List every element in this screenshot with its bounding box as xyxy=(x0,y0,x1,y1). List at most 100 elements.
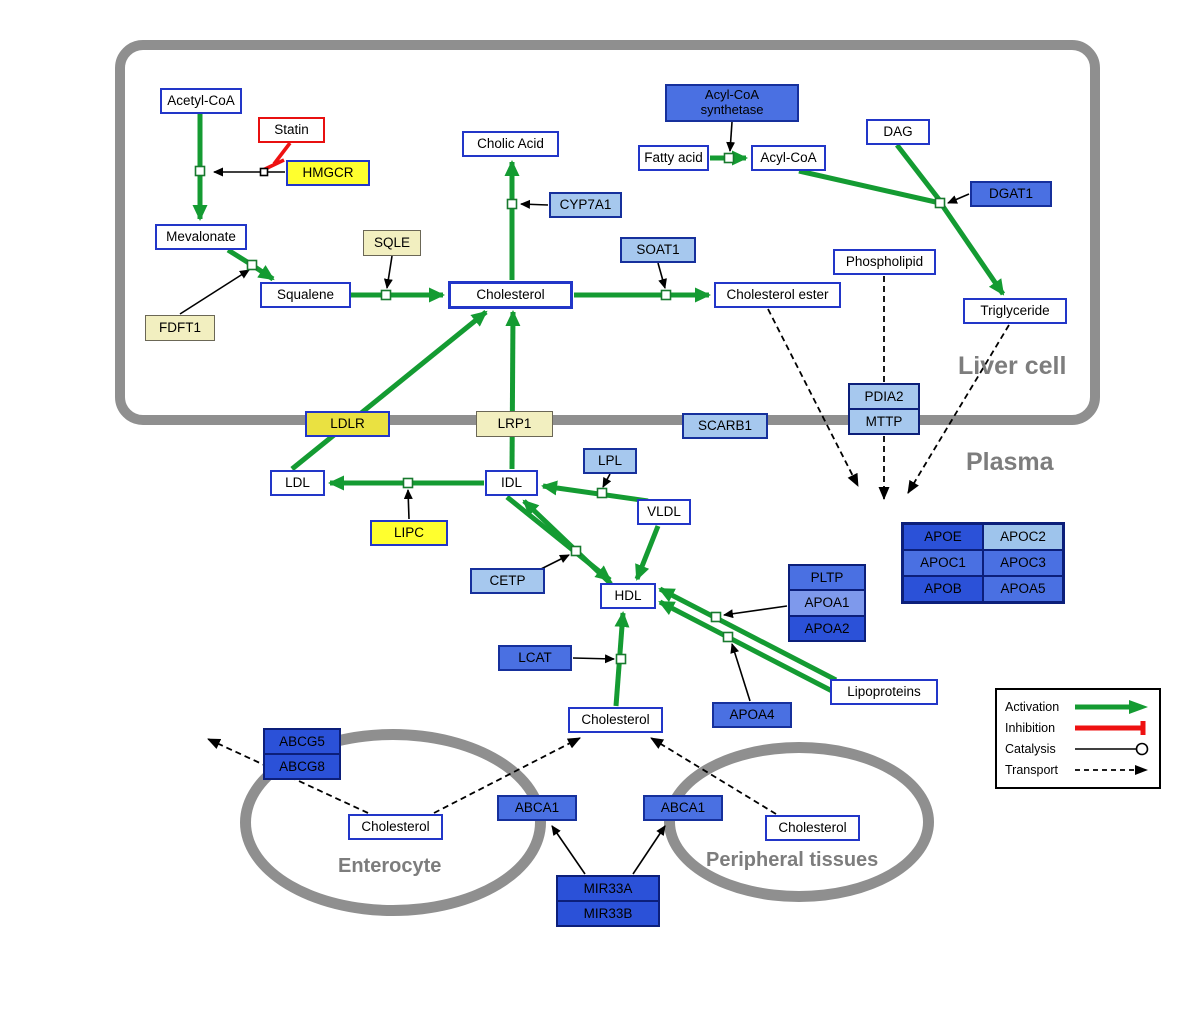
node-ldl[interactable]: LDL xyxy=(270,470,325,496)
node-label: Cholesterol xyxy=(476,287,545,303)
node-mir33b[interactable]: MIR33B xyxy=(558,900,658,925)
node-label: LIPC xyxy=(393,525,424,541)
node-label: FDFT1 xyxy=(159,320,201,336)
node-pltp[interactable]: PLTP xyxy=(790,566,864,590)
node-abcg5[interactable]: ABCG5 xyxy=(279,733,325,749)
legend: Activation Inhibition Catalysis Transpor… xyxy=(995,688,1161,789)
node-phospholipid[interactable]: Phospholipid xyxy=(833,249,936,275)
enterocyte-label: Enterocyte xyxy=(338,855,442,877)
node-label: VLDL xyxy=(647,504,681,520)
node-mevalonate[interactable]: Mevalonate xyxy=(155,224,247,250)
node-label: Lipoproteins xyxy=(847,684,921,700)
inhibition-tee-icon xyxy=(1075,721,1146,735)
node-mir33a[interactable]: MIR33A xyxy=(583,880,633,896)
node-apoe[interactable]: APOE xyxy=(903,524,983,550)
node-cholesterol-peripheral[interactable]: Cholesterol xyxy=(765,815,860,841)
node-label: Acetyl-CoA xyxy=(167,93,235,109)
node-cyp7a1[interactable]: CYP7A1 xyxy=(549,192,622,218)
node-acetyl-coa[interactable]: Acetyl-CoA xyxy=(160,88,242,114)
node-apolipoprotein-grid[interactable]: APOE APOC2 APOC1 APOC3 APOB APOA5 xyxy=(901,522,1065,604)
node-dag[interactable]: DAG xyxy=(866,119,930,145)
node-cholic-acid[interactable]: Cholic Acid xyxy=(462,131,559,157)
node-soat1[interactable]: SOAT1 xyxy=(620,237,696,263)
node-label: ABCA1 xyxy=(514,800,560,816)
node-lcat[interactable]: LCAT xyxy=(498,645,572,671)
node-acyl-coa[interactable]: Acyl-CoA xyxy=(751,145,826,171)
node-label: Cholesterol xyxy=(778,820,847,836)
node-statin[interactable]: Statin xyxy=(258,117,325,143)
node-apoa2[interactable]: APOA2 xyxy=(790,614,864,640)
legend-activation-label: Activation xyxy=(1005,700,1060,714)
node-label: DAG xyxy=(883,124,913,140)
node-scarb1[interactable]: SCARB1 xyxy=(682,413,768,439)
node-cetp[interactable]: CETP xyxy=(470,568,545,594)
node-idl[interactable]: IDL xyxy=(485,470,538,496)
node-abca1-enterocyte[interactable]: ABCA1 xyxy=(497,795,577,821)
node-label: Triglyceride xyxy=(980,303,1050,319)
node-label: Cholesterol xyxy=(361,819,430,835)
node-apoa4[interactable]: APOA4 xyxy=(712,702,792,728)
node-cholesterol-ester[interactable]: Cholesterol ester xyxy=(714,282,841,308)
node-apoc3[interactable]: APOC3 xyxy=(983,550,1063,576)
legend-catalysis-label: Catalysis xyxy=(1005,742,1056,756)
node-squalene[interactable]: Squalene xyxy=(260,282,351,308)
node-pdia2[interactable]: PDIA2 xyxy=(864,388,904,404)
legend-row-activation: Activation xyxy=(1005,697,1151,717)
node-cholesterol-enterocyte[interactable]: Cholesterol xyxy=(348,814,443,840)
node-label: CYP7A1 xyxy=(559,197,612,213)
peripheral-tissues-compartment xyxy=(664,742,934,902)
node-lrp1[interactable]: LRP1 xyxy=(476,411,553,437)
node-apoa1[interactable]: APOA1 xyxy=(790,589,864,615)
node-ldlr[interactable]: LDLR xyxy=(305,411,390,437)
node-abca1-peripheral[interactable]: ABCA1 xyxy=(643,795,723,821)
node-sqle[interactable]: SQLE xyxy=(363,230,421,256)
node-fdft1[interactable]: FDFT1 xyxy=(145,315,215,341)
node-apoa5[interactable]: APOA5 xyxy=(983,576,1063,602)
node-label: LDL xyxy=(285,475,310,491)
node-cholesterol-plasma[interactable]: Cholesterol xyxy=(568,707,663,733)
node-label: CETP xyxy=(489,573,526,589)
node-hdl[interactable]: HDL xyxy=(600,583,656,609)
node-label: LPL xyxy=(597,453,623,469)
node-apoc2[interactable]: APOC2 xyxy=(983,524,1063,550)
node-pdia2-mttp-stack[interactable]: PDIA2 MTTP xyxy=(848,383,920,435)
node-label: APOA4 xyxy=(729,707,775,723)
node-label: SCARB1 xyxy=(697,418,753,434)
node-label: Statin xyxy=(274,122,309,138)
node-lipoproteins[interactable]: Lipoproteins xyxy=(830,679,938,705)
node-label: LDLR xyxy=(330,416,365,432)
node-apob[interactable]: APOB xyxy=(903,576,983,602)
transport-dashed-arrow-icon xyxy=(1075,765,1148,775)
node-abcg8[interactable]: ABCG8 xyxy=(265,753,339,778)
node-mir33-stack[interactable]: MIR33A MIR33B xyxy=(556,875,660,927)
node-label: Acyl-CoA synthetase xyxy=(700,87,764,117)
node-apoc1[interactable]: APOC1 xyxy=(903,550,983,576)
node-label: Squalene xyxy=(276,287,335,303)
node-label: IDL xyxy=(500,475,522,491)
node-hmgcr[interactable]: HMGCR xyxy=(286,160,370,186)
node-label: ABCA1 xyxy=(660,800,706,816)
node-acyl-coa-synthetase[interactable]: Acyl-CoA synthetase xyxy=(665,84,799,122)
node-label: Fatty acid xyxy=(644,150,703,166)
node-label: DGAT1 xyxy=(988,186,1033,202)
node-abcg-stack[interactable]: ABCG5 ABCG8 xyxy=(263,728,341,780)
liver-cell-compartment xyxy=(115,40,1100,425)
node-triglyceride[interactable]: Triglyceride xyxy=(963,298,1067,324)
node-fatty-acid[interactable]: Fatty acid xyxy=(638,145,709,171)
node-label: SOAT1 xyxy=(636,242,680,258)
node-lipc[interactable]: LIPC xyxy=(370,520,448,546)
legend-row-catalysis: Catalysis xyxy=(1005,739,1151,759)
node-label: HDL xyxy=(614,588,642,604)
node-label: Acyl-CoA xyxy=(760,150,817,166)
node-pltp-apoa-stack[interactable]: PLTP APOA1 APOA2 xyxy=(788,564,866,642)
node-label: Cholic Acid xyxy=(477,136,544,152)
node-dgat1[interactable]: DGAT1 xyxy=(970,181,1052,207)
plasma-label: Plasma xyxy=(966,448,1054,476)
node-vldl[interactable]: VLDL xyxy=(637,499,691,525)
node-lpl[interactable]: LPL xyxy=(583,448,637,474)
node-label: SQLE xyxy=(373,235,411,251)
node-mttp[interactable]: MTTP xyxy=(850,408,918,433)
node-cholesterol-liver[interactable]: Cholesterol xyxy=(448,281,573,309)
node-label: Cholesterol ester xyxy=(726,287,829,303)
